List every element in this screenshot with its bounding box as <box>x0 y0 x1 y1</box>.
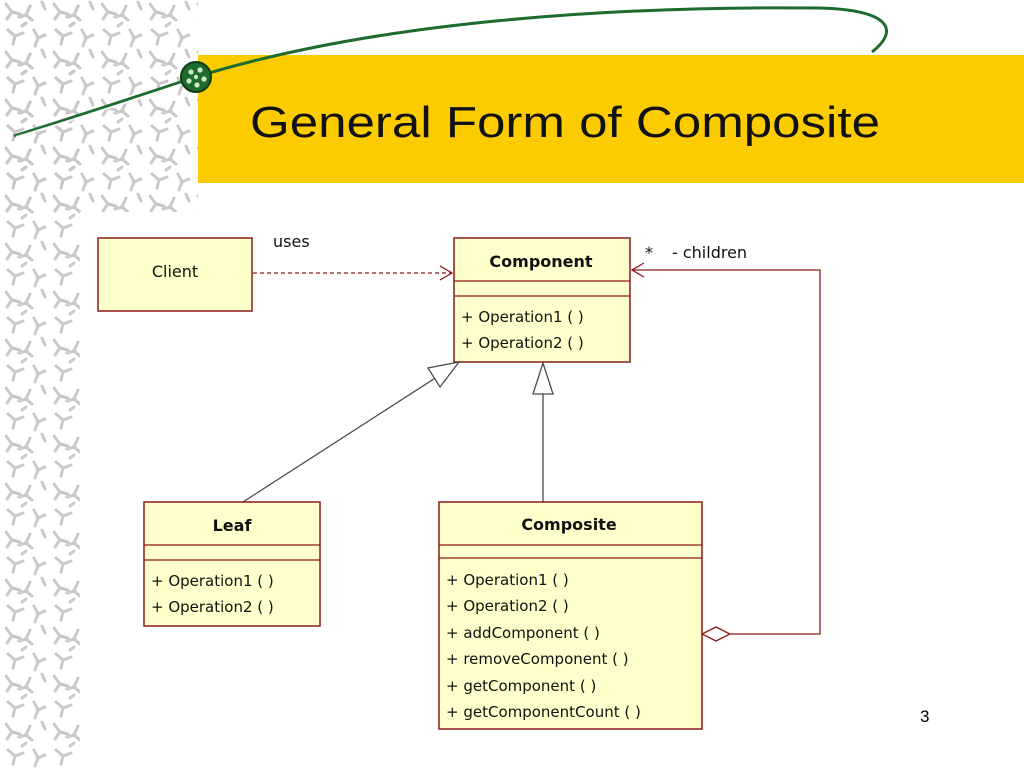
leaf-operation: + Operation2 ( ) <box>151 598 274 616</box>
uses-label: uses <box>273 232 310 251</box>
composite-operation: + addComponent ( ) <box>446 624 600 642</box>
component-operation: + Operation1 ( ) <box>461 308 584 326</box>
page-number: 3 <box>920 707 930 726</box>
composite-operation: + removeComponent ( ) <box>446 650 629 668</box>
client-label: Client <box>152 262 198 281</box>
title-bar <box>198 55 1024 183</box>
leaf-name: Leaf <box>213 516 253 535</box>
slide-title: General Form of Composite <box>250 98 880 147</box>
swoosh-highlight <box>15 81 189 138</box>
children-aggregation: * - children <box>630 243 821 642</box>
component-operation: + Operation2 ( ) <box>461 334 584 352</box>
leaf-class: Leaf + Operation1 ( ) + Operation2 ( ) <box>143 501 321 627</box>
composite-operation: + Operation2 ( ) <box>446 597 569 615</box>
children-role-label: - children <box>672 243 747 262</box>
composite-class: Composite + Operation1 ( ) + Operation2 … <box>438 501 703 730</box>
composite-operation: + getComponentCount ( ) <box>446 703 641 721</box>
composite-operation: + Operation1 ( ) <box>446 571 569 589</box>
aggregation-diamond <box>700 626 732 642</box>
composite-name: Composite <box>521 515 617 534</box>
multiplicity-label: * <box>645 243 653 262</box>
composite-operation: + getComponent ( ) <box>446 677 596 695</box>
composite-generalization <box>532 360 554 502</box>
swoosh-decoration <box>13 6 888 138</box>
uses-dependency: uses <box>253 232 454 281</box>
client-class: Client <box>97 237 253 312</box>
globe-icon <box>180 61 212 93</box>
leaf-generalization <box>242 361 461 503</box>
component-class: Component + Operation1 ( ) + Operation2 … <box>453 237 631 363</box>
aggregation-arrowhead <box>630 262 645 278</box>
background-pattern-block <box>0 0 198 212</box>
leaf-operation: + Operation1 ( ) <box>151 572 274 590</box>
component-name: Component <box>489 252 592 271</box>
